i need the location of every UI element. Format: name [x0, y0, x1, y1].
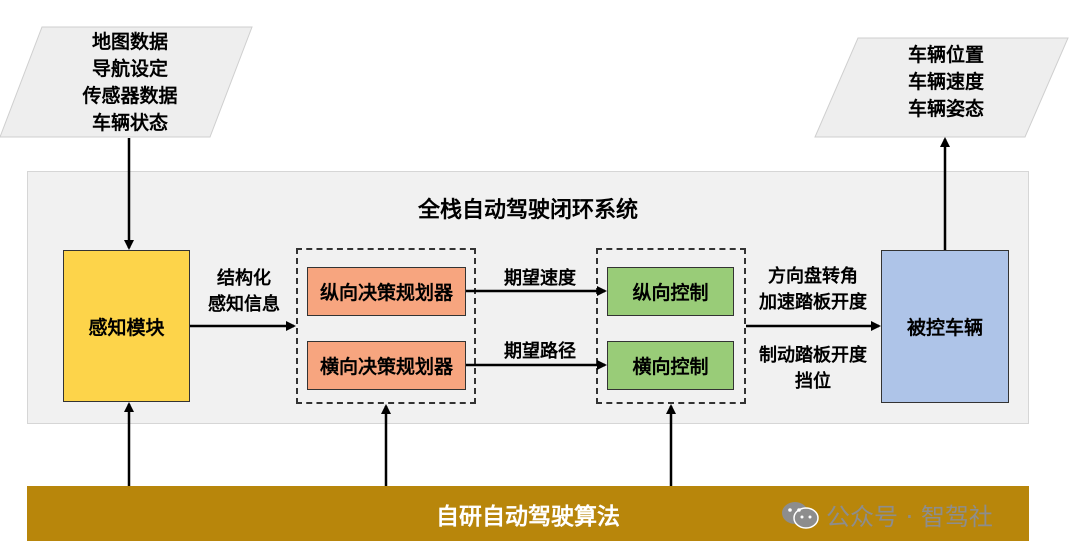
structured-perception-label: 结构化 感知信息 [196, 266, 292, 318]
algorithm-bar: 自研自动驾驶算法 [27, 486, 1029, 541]
watermark: 公众号 · 智驾社 [780, 497, 993, 532]
lateral-control: 横向控制 [607, 341, 734, 390]
desired-path-label: 期望路径 [504, 341, 576, 362]
system-title: 全栈自动驾驶闭环系统 [417, 198, 638, 223]
input-item-vehicle-state: 车辆状态 [91, 112, 168, 134]
wechat-icon [782, 501, 819, 529]
longitudinal-planner-label: 纵向决策规划器 [319, 282, 453, 304]
controlled-vehicle-label: 被控车辆 [906, 317, 983, 339]
perception-module: 感知模块 [63, 250, 190, 402]
watermark-text: 公众号 · 智驾社 [826, 503, 993, 531]
longitudinal-control-label: 纵向控制 [632, 282, 709, 304]
lateral-control-label: 横向控制 [632, 356, 709, 378]
control-commands-lower: 制动踏板开度 挡位 [748, 343, 878, 395]
longitudinal-control: 纵向控制 [607, 267, 734, 316]
controlled-vehicle: 被控车辆 [881, 250, 1009, 403]
output-item-position: 车辆位置 [907, 44, 984, 66]
planner-group [296, 248, 476, 404]
algorithm-label: 自研自动驾驶算法 [436, 503, 620, 530]
system-panel [27, 171, 1029, 424]
input-data-list: 地图数据 导航设定 传感器数据 车辆状态 [50, 29, 210, 137]
output-item-speed: 车辆速度 [907, 71, 984, 93]
lateral-planner-label: 横向决策规划器 [319, 356, 453, 378]
controller-group [596, 248, 746, 404]
control-commands-upper: 方向盘转角 加速踏板开度 [748, 264, 878, 316]
lateral-planner: 横向决策规划器 [307, 341, 466, 390]
perception-module-label: 感知模块 [88, 316, 165, 339]
input-item-sensor: 传感器数据 [82, 85, 178, 107]
gear-line: 挡位 [795, 371, 831, 392]
brake-line: 制动踏板开度 [759, 345, 867, 366]
steering-angle-line: 方向盘转角 [768, 266, 858, 287]
output-item-attitude: 车辆姿态 [907, 98, 984, 120]
desired-speed-label: 期望速度 [504, 268, 576, 289]
perception-info-line: 感知信息 [208, 294, 280, 315]
throttle-line: 加速踏板开度 [759, 292, 867, 313]
input-item-map: 地图数据 [91, 31, 168, 53]
longitudinal-planner: 纵向决策规划器 [307, 267, 466, 316]
structured-line: 结构化 [217, 268, 271, 289]
input-item-navigation: 导航设定 [91, 58, 168, 80]
output-data-list: 车辆位置 车辆速度 车辆姿态 [866, 42, 1026, 123]
